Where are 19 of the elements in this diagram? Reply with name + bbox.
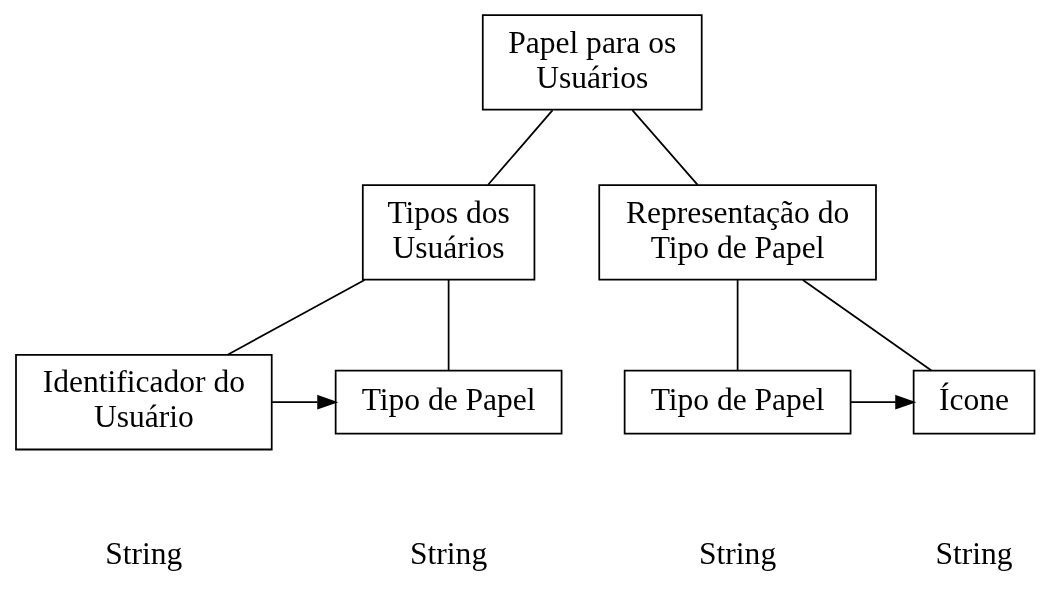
arrow <box>849 394 916 410</box>
connector <box>486 109 553 186</box>
connector <box>736 279 738 372</box>
connector <box>226 279 365 356</box>
arrow <box>270 394 338 410</box>
node-label: String <box>104 536 182 572</box>
connector <box>801 279 932 372</box>
node-label: String <box>698 536 776 572</box>
node-box: Representação do Tipo de Papel <box>597 184 877 281</box>
node-label: String <box>409 536 487 572</box>
node-box: Ícone <box>912 369 1035 435</box>
node-box: Tipo de Papel <box>623 369 851 435</box>
node-label: String <box>935 536 1013 572</box>
node-box: Tipo de Papel <box>334 369 562 435</box>
node-box: Papel para os Usuários <box>481 14 703 111</box>
connector <box>630 109 698 186</box>
node-box: Tipos dos Usuários <box>361 184 535 281</box>
node-box: Identificador do Usuário <box>14 354 273 451</box>
connector <box>447 279 449 372</box>
